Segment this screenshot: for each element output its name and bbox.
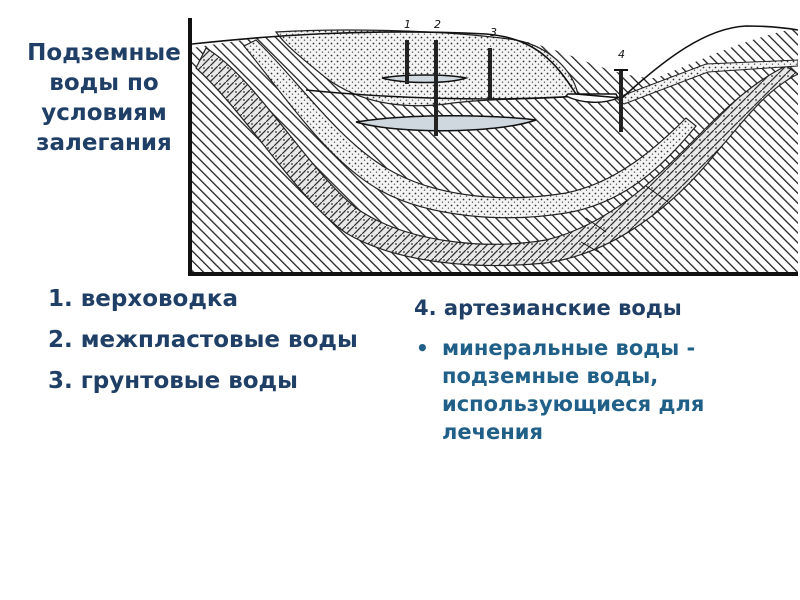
slide-title: Подземные воды по условиям залегания bbox=[27, 40, 181, 156]
well-2 bbox=[434, 40, 438, 136]
well-1 bbox=[405, 40, 409, 84]
well-label-3: 3 bbox=[490, 26, 497, 39]
list-item-interstratal-water: 2. межпластовые воды bbox=[48, 327, 358, 353]
ground-surface bbox=[192, 25, 798, 99]
list-item-groundwater: 3. грунтовые воды bbox=[48, 368, 298, 394]
aquifer-types-list-right: 4. артезианские воды • минеральные воды … bbox=[414, 294, 784, 458]
aquifer-types-list: 1. верховодка 2. межпластовые воды 3. гр… bbox=[48, 284, 388, 407]
well-label-4: 4 bbox=[618, 48, 625, 61]
interstratal-aquifer bbox=[243, 39, 697, 219]
artesian-aquifer bbox=[195, 47, 798, 267]
well-3 bbox=[488, 48, 492, 100]
well-label-2: 2 bbox=[434, 18, 441, 31]
well-label-1: 1 bbox=[404, 18, 411, 31]
list-item-perched-water: 1. верховодка bbox=[48, 286, 239, 312]
list-item-artesian-water: 4. артезианские воды bbox=[414, 296, 682, 320]
well-4 bbox=[619, 70, 623, 132]
interstratal-water-lens bbox=[355, 114, 537, 132]
list-item-mineral-water: • минеральные воды - подземные воды, исп… bbox=[414, 334, 784, 446]
groundwater-diagram: 1 2 3 4 bbox=[188, 18, 798, 276]
outcrop-layer bbox=[614, 59, 798, 105]
bullet-icon: • bbox=[416, 336, 429, 360]
mineral-water-text: минеральные воды - подземные воды, испол… bbox=[442, 336, 705, 444]
